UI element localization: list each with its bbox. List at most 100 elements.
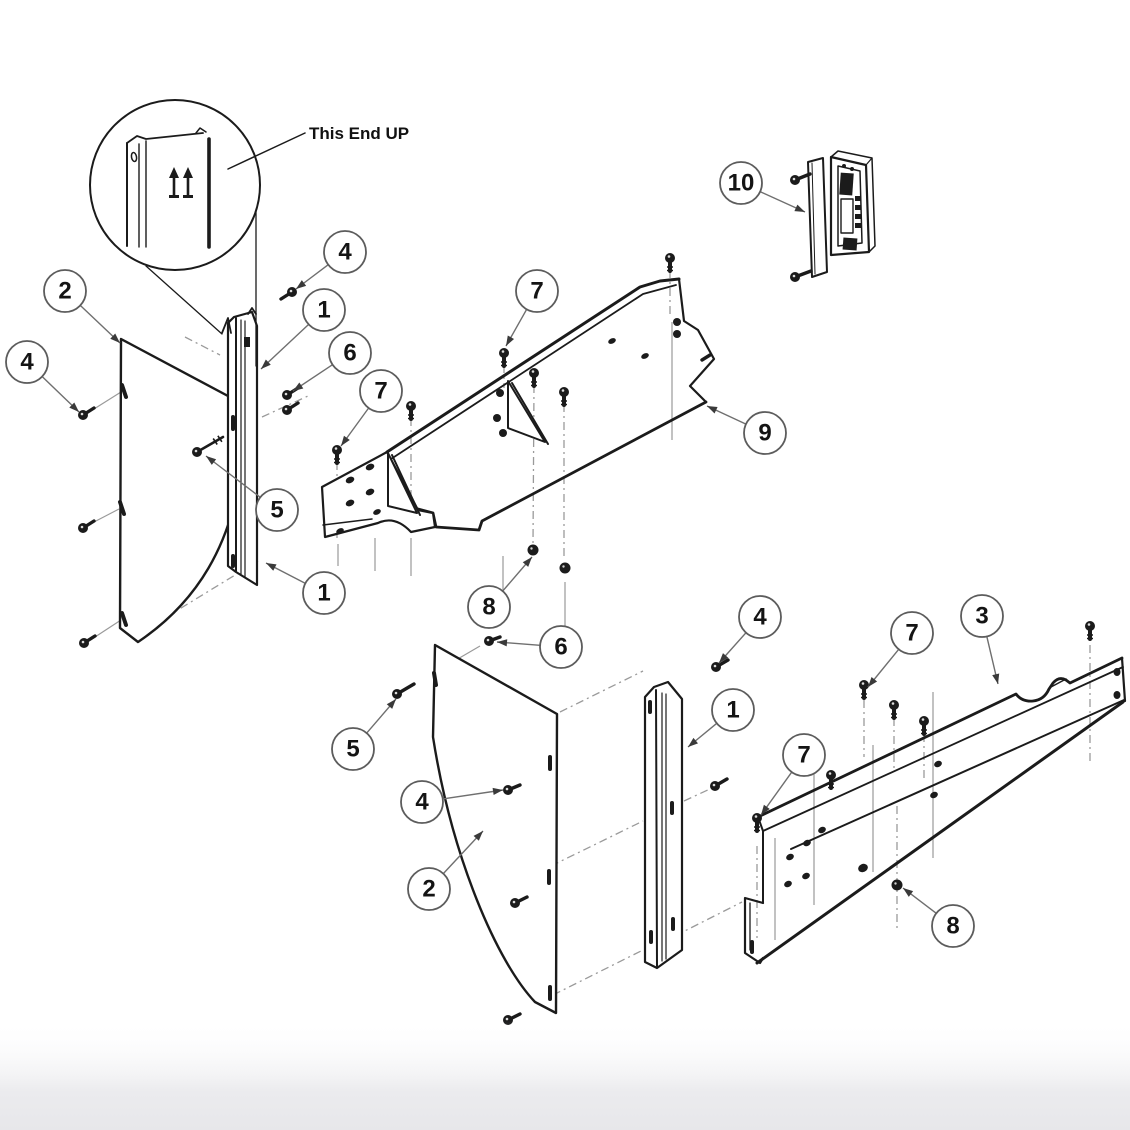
screw-icon: [406, 401, 416, 421]
screw-icon: [889, 700, 899, 720]
callout-8: 8: [902, 887, 975, 948]
leader-arrowhead: [761, 804, 770, 815]
guide-line: [94, 619, 122, 638]
screw-icon: [510, 895, 529, 908]
module-components: [839, 164, 861, 251]
rail-holes: [784, 668, 1121, 888]
callout-circle: [328, 331, 372, 375]
callout-circle: [255, 488, 299, 532]
callout-circle: [719, 161, 763, 205]
screw-icon: [559, 387, 569, 407]
callout-label: 10: [728, 170, 755, 197]
leader-arrowhead: [506, 335, 515, 346]
callout-4: 4: [295, 230, 367, 290]
bottom-fade: [0, 1020, 1130, 1130]
callout-7: 7: [760, 733, 826, 816]
part-3-rail-bracket: [743, 656, 1127, 965]
screw-icon: [665, 253, 675, 273]
callout-7: 7: [867, 611, 934, 688]
leader-arrowhead: [386, 699, 396, 709]
callout-1: 1: [687, 688, 755, 748]
callout-label: 2: [58, 278, 71, 305]
screw-icon: [332, 445, 342, 465]
callout-circle: [960, 594, 1004, 638]
callout-label: 1: [726, 697, 739, 724]
leader-arrowhead: [707, 406, 718, 414]
callout-circle: [5, 340, 49, 384]
screw-icon: [711, 658, 730, 672]
guide-line: [455, 645, 481, 661]
leader-arrowhead: [688, 737, 699, 747]
leader-arrowhead: [296, 280, 307, 289]
callout-label: 9: [758, 420, 771, 447]
screw-icon: [78, 406, 96, 420]
callout-7: 7: [340, 369, 403, 447]
callout-circle: [302, 288, 346, 332]
leader-arrowhead: [903, 888, 914, 897]
leader-arrowhead: [794, 204, 805, 212]
part-2-side-panel-lower: [431, 643, 559, 1015]
part-9-support-weldment: [320, 277, 716, 539]
callout-label: 5: [270, 497, 283, 524]
callout-label: 7: [374, 378, 387, 405]
callout-label: 1: [317, 580, 330, 607]
screw-icon: [192, 435, 225, 457]
nut-icon: [559, 562, 571, 574]
leader-arrowhead: [719, 653, 729, 663]
leader-arrowhead: [293, 382, 304, 391]
dash-projection-line: [559, 670, 644, 713]
callout-label: 6: [343, 340, 356, 367]
callout-circle: [359, 369, 403, 413]
screw-icon: [79, 634, 97, 648]
nut-icon: [891, 879, 903, 891]
leader-arrowhead: [992, 673, 1000, 684]
callout-6: 6: [496, 625, 583, 669]
callout-4: 4: [5, 340, 80, 413]
callout-9: 9: [706, 405, 787, 455]
callout-4: 4: [718, 595, 782, 664]
leader-arrowhead: [266, 563, 277, 571]
leader-arrowhead: [473, 831, 483, 841]
part-1-channel-bracket-upper: [221, 307, 259, 587]
callout-3: 3: [960, 594, 1004, 685]
callout-circle: [743, 411, 787, 455]
callout-7: 7: [505, 269, 559, 347]
callout-circle: [782, 733, 826, 777]
callout-label: 4: [415, 789, 429, 816]
part-1-channel-bracket-lower: [643, 680, 684, 970]
callout-circle: [323, 230, 367, 274]
callout-6: 6: [292, 331, 372, 392]
callout-circle: [407, 867, 451, 911]
screw-icon: [503, 783, 522, 795]
callout-circle: [302, 571, 346, 615]
mounting-holes: [336, 318, 681, 534]
screw-icon: [529, 368, 539, 388]
dash-projection-line: [532, 384, 535, 545]
screw-icon: [710, 777, 729, 791]
leader-arrowhead: [261, 359, 271, 369]
callout-label: 2: [422, 876, 435, 903]
leader-arrowhead: [341, 435, 350, 446]
callout-circle: [43, 269, 87, 313]
callout-2: 2: [407, 830, 484, 911]
callout-label: 8: [482, 594, 495, 621]
callout-8: 8: [467, 556, 533, 629]
callout-label: 4: [753, 604, 767, 631]
screw-icon: [279, 287, 297, 301]
callout-1: 1: [260, 288, 346, 370]
dash-projection-line: [184, 336, 221, 356]
callout-circle: [515, 269, 559, 313]
screw-icon: [826, 770, 836, 790]
callout-circle: [890, 611, 934, 655]
leader-arrowhead: [492, 787, 503, 796]
leader-arrowhead: [206, 456, 217, 465]
callout-4: 4: [400, 780, 504, 824]
projection-lines: [93, 270, 1091, 996]
screw-icon: [499, 348, 509, 368]
part-10-control-module: [807, 150, 876, 278]
screw-icon: [282, 401, 300, 415]
screw-icon: [78, 519, 96, 533]
screw-icon: [752, 813, 762, 833]
orientation-note: This End UP: [309, 124, 409, 143]
